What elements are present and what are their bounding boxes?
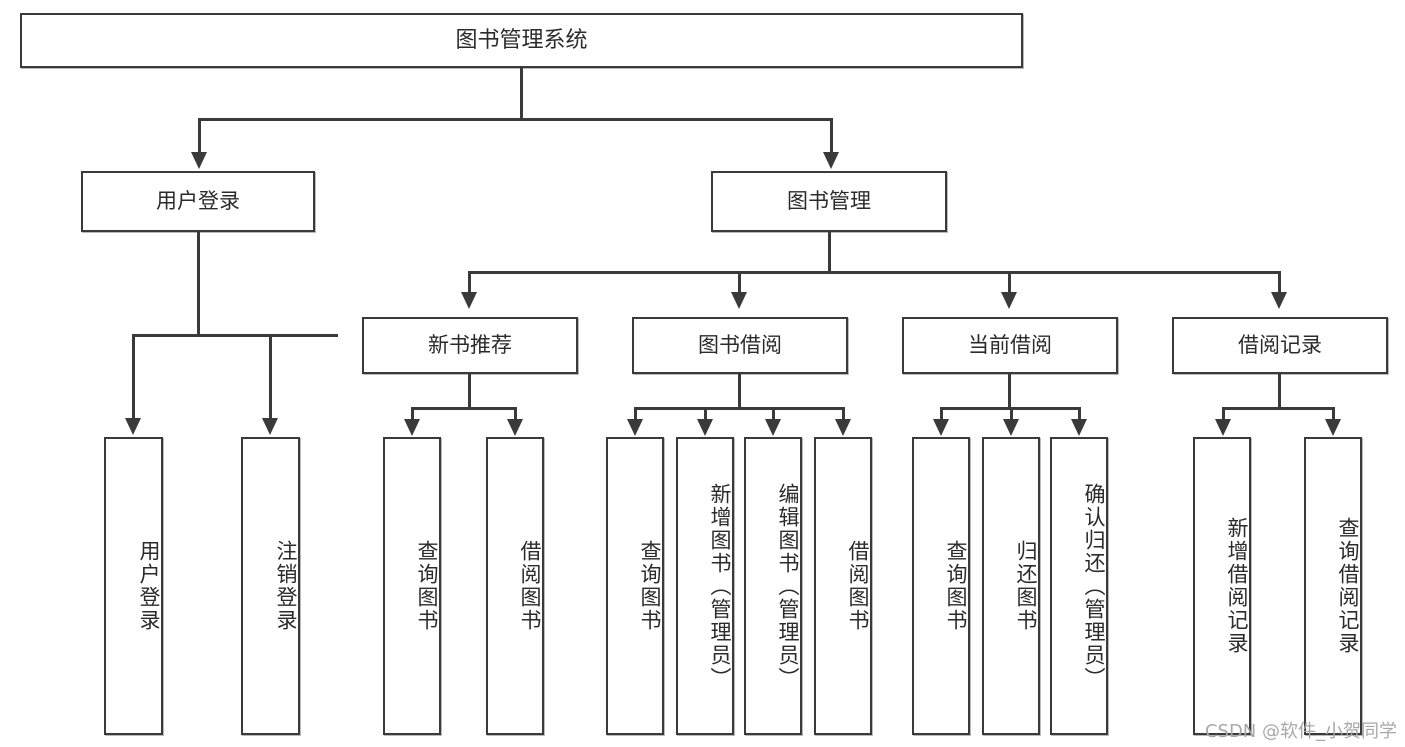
node-label: 新书推荐 bbox=[428, 333, 512, 358]
node-label: 用户登录 bbox=[137, 540, 161, 632]
node-leaf-edit-book[interactable]: 编辑图书（管理员） bbox=[744, 437, 802, 735]
connector-br-leaf-2 bbox=[1332, 407, 1335, 420]
connector-nbr-leaf-1 bbox=[411, 407, 414, 420]
node-borrow-record[interactable]: 借阅记录 bbox=[1172, 317, 1388, 374]
connector-book-borrow-bus bbox=[634, 407, 845, 410]
arrowhead-current-borrow bbox=[1001, 292, 1017, 309]
connector-new-book-recommend-bus bbox=[411, 407, 514, 410]
node-label: 查询图书 bbox=[944, 540, 968, 632]
arrowhead-bb-leaf-3 bbox=[765, 419, 781, 436]
node-leaf-query-book-3[interactable]: 查询图书 bbox=[912, 437, 970, 735]
connector-user-login-stem bbox=[197, 232, 200, 334]
connector-borrow-record-bus bbox=[1222, 407, 1335, 410]
arrowhead-br-leaf-2 bbox=[1325, 419, 1341, 436]
node-label: 用户登录 bbox=[156, 189, 240, 214]
node-leaf-confirm-return[interactable]: 确认归还（管理员） bbox=[1050, 437, 1108, 735]
node-label: 确认归还（管理员） bbox=[1082, 482, 1106, 690]
connector-book-manage-bus bbox=[468, 271, 1280, 274]
node-label: 图书借阅 bbox=[698, 333, 782, 358]
connector-cb-leaf-1 bbox=[940, 407, 943, 420]
connector-user-login-to-leaf-1 bbox=[132, 334, 135, 419]
connector-to-new-book-recommend bbox=[468, 271, 471, 293]
connector-root-to-book-manage bbox=[830, 118, 833, 153]
connector-bb-leaf-1 bbox=[634, 407, 637, 420]
node-leaf-user-login[interactable]: 用户登录 bbox=[104, 437, 163, 735]
connector-book-borrow-stem bbox=[738, 374, 741, 407]
node-label: 查询图书 bbox=[415, 540, 439, 632]
connector-bb-leaf-3 bbox=[772, 407, 775, 420]
connector-to-borrow-record bbox=[1278, 271, 1281, 293]
connector-nbr-leaf-2 bbox=[514, 407, 517, 420]
arrowhead-cb-leaf-1 bbox=[933, 419, 949, 436]
connector-cb-leaf-2 bbox=[1010, 407, 1013, 420]
node-label: 借阅记录 bbox=[1238, 333, 1322, 358]
node-label: 新增图书（管理员） bbox=[708, 482, 732, 690]
node-leaf-query-borrow-record[interactable]: 查询借阅记录 bbox=[1304, 437, 1362, 735]
connector-to-current-borrow bbox=[1008, 271, 1011, 293]
node-leaf-query-book-2[interactable]: 查询图书 bbox=[606, 437, 664, 735]
arrowhead-new-book-recommend bbox=[461, 292, 477, 309]
node-leaf-borrow-book-1[interactable]: 借阅图书 bbox=[486, 437, 544, 735]
node-current-borrow[interactable]: 当前借阅 bbox=[902, 317, 1118, 374]
arrowhead-to-book-manage bbox=[823, 152, 839, 169]
node-root-book-management-system[interactable]: 图书管理系统 bbox=[20, 13, 1023, 68]
connector-br-leaf-1 bbox=[1222, 407, 1225, 420]
arrowhead-br-leaf-1 bbox=[1215, 419, 1231, 436]
arrowhead-nbr-leaf-1 bbox=[404, 419, 420, 436]
node-label: 归还图书 bbox=[1014, 540, 1038, 632]
connector-borrow-record-stem bbox=[1278, 374, 1281, 407]
arrowhead-bb-leaf-2 bbox=[697, 419, 713, 436]
connector-bb-leaf-4 bbox=[842, 407, 845, 420]
node-label: 图书管理系统 bbox=[455, 27, 588, 53]
node-leaf-query-book-1[interactable]: 查询图书 bbox=[383, 437, 441, 735]
node-label: 查询图书 bbox=[638, 540, 662, 632]
connector-book-manage-stem bbox=[828, 232, 831, 271]
connector-user-login-bus bbox=[132, 334, 338, 337]
node-leaf-add-borrow-record[interactable]: 新增借阅记录 bbox=[1193, 437, 1251, 735]
connector-root-bus bbox=[198, 118, 832, 121]
node-book-management[interactable]: 图书管理 bbox=[711, 171, 947, 232]
arrowhead-book-borrow bbox=[731, 292, 747, 309]
arrowhead-borrow-record bbox=[1271, 292, 1287, 309]
connector-current-borrow-stem bbox=[1008, 374, 1011, 407]
arrowhead-cb-leaf-2 bbox=[1003, 419, 1019, 436]
node-label: 注销登录 bbox=[274, 540, 298, 632]
node-book-borrow[interactable]: 图书借阅 bbox=[632, 317, 848, 374]
node-leaf-user-logout[interactable]: 注销登录 bbox=[241, 437, 300, 735]
arrowhead-nbr-leaf-2 bbox=[507, 419, 523, 436]
node-new-book-recommend[interactable]: 新书推荐 bbox=[362, 317, 578, 374]
connector-to-book-borrow bbox=[738, 271, 741, 293]
node-label: 查询借阅记录 bbox=[1336, 517, 1360, 655]
node-leaf-return-book[interactable]: 归还图书 bbox=[982, 437, 1040, 735]
node-user-login[interactable]: 用户登录 bbox=[81, 171, 315, 232]
arrowhead-cb-leaf-3 bbox=[1071, 419, 1087, 436]
connector-new-book-recommend-stem bbox=[468, 374, 471, 407]
arrowhead-to-user-login bbox=[191, 152, 207, 169]
arrowhead-bb-leaf-1 bbox=[627, 419, 643, 436]
connector-bb-leaf-2 bbox=[704, 407, 707, 420]
arrowhead-user-login-leaf-1 bbox=[125, 418, 141, 435]
arrowhead-user-login-leaf-2 bbox=[262, 418, 278, 435]
connector-cb-leaf-3 bbox=[1078, 407, 1081, 420]
connector-root-stem bbox=[520, 68, 523, 118]
connector-root-to-user-login bbox=[198, 118, 201, 153]
node-label: 新增借阅记录 bbox=[1225, 517, 1249, 655]
node-label: 编辑图书（管理员） bbox=[776, 482, 800, 690]
node-label: 借阅图书 bbox=[518, 540, 542, 632]
connector-user-login-to-leaf-2 bbox=[269, 334, 272, 419]
node-label: 借阅图书 bbox=[846, 540, 870, 632]
node-label: 图书管理 bbox=[787, 189, 871, 214]
node-leaf-borrow-book-2[interactable]: 借阅图书 bbox=[814, 437, 872, 735]
arrowhead-bb-leaf-4 bbox=[835, 419, 851, 436]
node-leaf-add-book[interactable]: 新增图书（管理员） bbox=[676, 437, 734, 735]
node-label: 当前借阅 bbox=[968, 333, 1052, 358]
